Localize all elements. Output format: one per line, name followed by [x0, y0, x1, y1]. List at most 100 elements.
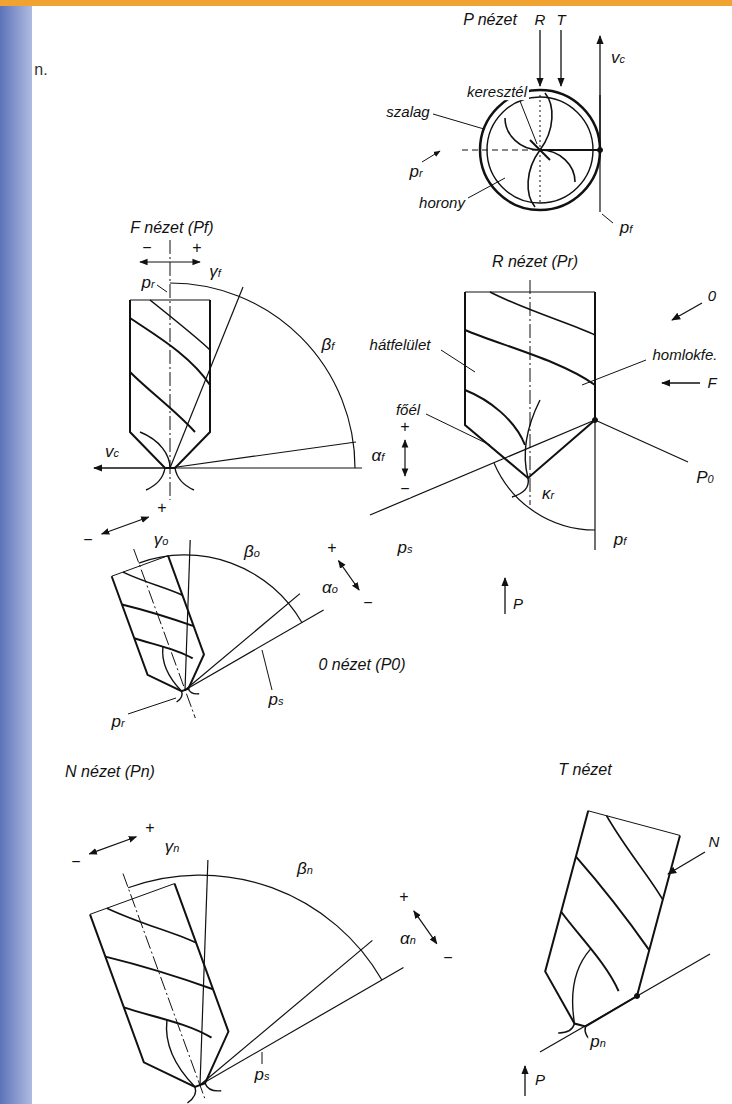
section-view-o-part [185, 610, 324, 690]
side-view-f-part [170, 287, 243, 468]
section-view-o-part [102, 517, 149, 534]
side-view-f-part [130, 300, 210, 301]
angle-label: γo [152, 531, 171, 549]
side-view-f-part [140, 432, 170, 468]
view-arrow-label: 0 [706, 288, 718, 304]
side-view-f-part [170, 442, 356, 468]
end-view-p-part [602, 214, 613, 223]
section-view-n-part [90, 884, 247, 1104]
side-view-f-part [404, 440, 405, 476]
end-view-p-part [540, 95, 541, 205]
plane-label: pr [407, 163, 424, 181]
angle-label: αn [398, 930, 418, 948]
view-title: T nézet [556, 762, 613, 779]
velocity-label: vc [103, 443, 121, 461]
velocity-label: vc [609, 49, 627, 67]
side-view-f-part [170, 283, 355, 468]
end-view-p-part [560, 30, 561, 86]
section-view-o-part [185, 594, 300, 690]
end-view-p-part-part [528, 150, 540, 207]
sign-label: − [399, 481, 410, 498]
side-view-r-part [525, 400, 540, 478]
plane-label: ps [253, 1066, 272, 1084]
sign-label: + [144, 820, 155, 837]
side-view-f-part [157, 285, 167, 292]
side-view-t-part [540, 954, 710, 1052]
part-label: keresztél [465, 84, 529, 100]
section-view-o-part [139, 555, 302, 623]
plane-label: P0 [694, 469, 715, 487]
slide-bar [0, 0, 732, 6]
side-view-r-part [494, 463, 595, 530]
sign-label: − [82, 532, 93, 549]
side-view-r-part [441, 350, 475, 372]
side-view-r-part [465, 292, 595, 293]
end-view-p [422, 30, 613, 223]
angle-label: αf [370, 447, 387, 465]
side-view-t-part [524, 1066, 525, 1096]
part-label: szalag [384, 104, 431, 120]
sign-label: − [442, 950, 453, 967]
section-view-n-part [123, 874, 205, 1099]
end-view-p-part [599, 36, 600, 150]
section-view-n-part [200, 968, 404, 1086]
sign-label: + [326, 540, 337, 557]
view-arrow-label: R [533, 12, 548, 28]
side-view-r-part [530, 280, 531, 505]
angle-label: αo [320, 579, 340, 597]
view-arrow-label: F [705, 375, 718, 391]
side-view-f-part [94, 467, 170, 468]
side-view-r-part [465, 330, 595, 385]
side-view-f [94, 240, 405, 500]
plane-label: pf [612, 531, 629, 549]
section-view-n [89, 837, 437, 1104]
side-view-f-part [150, 300, 210, 350]
sign-label: + [399, 419, 410, 436]
plane-label: ps [396, 539, 415, 557]
sign-label: − [70, 854, 81, 871]
sign-label: + [191, 240, 202, 257]
view-title: 0 nézet (P0) [316, 657, 407, 674]
side-view-f-part [175, 468, 194, 490]
end-view-p-part [540, 149, 600, 151]
sign-label: − [141, 240, 152, 257]
end-view-p-part [468, 178, 505, 198]
end-view-p-part [433, 114, 484, 129]
end-view-p-part [540, 93, 552, 150]
section-view-n-part [200, 940, 372, 1085]
section-view-n-part [200, 860, 208, 1085]
view-arrow-label: P [533, 1072, 547, 1088]
part-label: hátfelület [368, 337, 433, 353]
sign-label: + [398, 889, 409, 906]
section-view-o-part [185, 540, 190, 690]
side-view-f-part [130, 318, 210, 385]
side-view-r-part [595, 420, 688, 462]
angle-label: κr [540, 485, 556, 503]
sign-label: + [156, 500, 167, 517]
end-view-p-part [528, 150, 575, 207]
side-view-t [525, 811, 710, 1096]
plane-label: pr [139, 274, 156, 292]
end-view-p-part [422, 151, 440, 162]
view-title: R nézet (Pr) [490, 254, 580, 271]
angle-label: βf [320, 336, 337, 354]
view-title: N nézet (Pn) [63, 764, 157, 781]
side-view-r-part [465, 292, 595, 478]
part-label: főél [394, 402, 422, 418]
sign-label: − [362, 595, 373, 612]
view-arrow-label: N [707, 834, 722, 850]
end-view-p-part [462, 150, 540, 151]
section-view-n-part [89, 837, 136, 854]
section-view-o-part [262, 650, 272, 690]
view-arrow-label: T [554, 12, 567, 28]
end-view-p-part [520, 101, 537, 144]
side-view-r-part [662, 382, 700, 383]
section-view-n-part [128, 875, 382, 980]
section-view-o-part [339, 561, 360, 590]
section-view-o-part [128, 698, 176, 714]
side-view-f-part [170, 467, 362, 468]
side-view-f-part [146, 468, 165, 490]
